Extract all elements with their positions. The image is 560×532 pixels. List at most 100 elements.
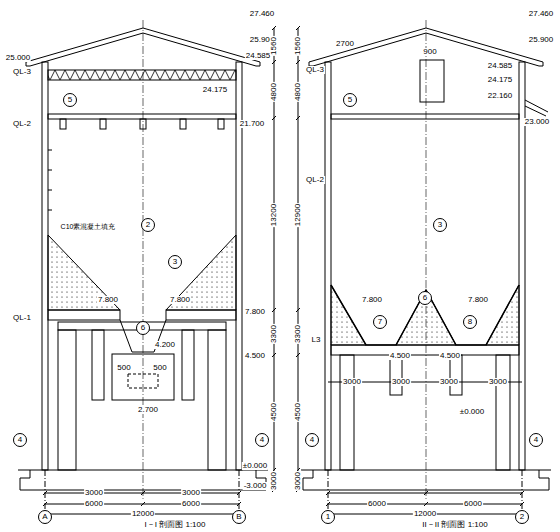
callout-number: 6 (418, 291, 432, 305)
callout-number: A (38, 510, 52, 524)
elevation-label: 25.000 (5, 54, 31, 62)
elevation-label: 6000 (84, 500, 104, 508)
drawing-stroke (128, 374, 158, 388)
drawing-stroke (340, 355, 354, 470)
callout-number: 6 (136, 321, 150, 335)
callout-number: 5 (343, 93, 357, 107)
drawing-stroke (166, 235, 236, 310)
callout-number: 8 (463, 315, 477, 329)
elevation-label: -3.000 (243, 482, 268, 490)
elevation-label: 3000 (488, 378, 508, 386)
drawing-stroke (331, 285, 366, 345)
elevation-label: QL-1 (12, 314, 32, 322)
elevation-label: 2700 (335, 40, 355, 48)
elevation-label: 7.800 (244, 308, 266, 316)
elevation-label: 7.800 (169, 296, 191, 304)
drawing-stroke (486, 285, 519, 345)
dimension-text: 13200 (270, 203, 278, 227)
drawing-stroke (420, 60, 444, 102)
elevation-label: 27.460 (528, 10, 554, 18)
elevation-label: 24.175 (202, 86, 228, 94)
elevation-label: QL-2 (305, 176, 325, 184)
drawing-stroke (208, 330, 226, 470)
dimension-text: 3300 (270, 324, 278, 344)
elevation-label: 6000 (463, 500, 483, 508)
elevation-label: ±0.000 (242, 462, 268, 470)
elevation-label: 900 (422, 48, 437, 56)
callout-number: B (232, 510, 246, 524)
callout-number: 4 (305, 433, 319, 447)
drawing-stroke (331, 285, 519, 345)
dimension-text: 12900 (294, 203, 302, 227)
dimension-text: 1560 (270, 36, 278, 56)
drawing-stroke (100, 119, 106, 129)
drawing-stroke (48, 235, 120, 310)
dimension-text: 4800 (270, 82, 278, 102)
callout-number: 4 (255, 433, 269, 447)
elevation-label: I－I 剖面图 1:100 (144, 521, 207, 529)
drawing-stroke (112, 354, 174, 400)
elevation-label: 3000 (342, 378, 362, 386)
drawing-stroke (180, 119, 186, 129)
drawing-stroke (396, 290, 456, 345)
elevation-label: ±0.000 (459, 408, 485, 416)
drawing-stroke (166, 310, 236, 320)
callout-number: 4 (529, 433, 543, 447)
elevation-label: 24.175 (487, 76, 513, 84)
elevation-label: C10素混凝土填充 (60, 223, 117, 230)
elevation-label: 7.800 (97, 296, 119, 304)
elevation-label: 7.800 (467, 296, 489, 304)
elevation-label: 6000 (367, 500, 387, 508)
drawing-stroke (140, 119, 146, 129)
dimension-text: 3300 (294, 324, 302, 344)
elevation-label: 3000 (84, 489, 104, 497)
drawing-stroke (48, 150, 52, 210)
callout-number: 1 (321, 510, 335, 524)
elevation-label: 24.585 (487, 62, 513, 70)
elevation-label: QL-3 (12, 68, 32, 76)
drawing-stroke (450, 355, 462, 395)
callout-number: 2 (515, 510, 529, 524)
callout-number: 3 (168, 255, 182, 269)
elevation-label: 23.000 (524, 118, 550, 126)
elevation-label: 7.800 (361, 296, 383, 304)
dimension-text: 1560 (294, 36, 302, 56)
drawing-stroke (426, 20, 427, 500)
drawing-stroke (182, 330, 194, 400)
dimension-text: 4500 (294, 402, 302, 422)
drawing-stroke (48, 70, 236, 80)
drawing-stroke (496, 355, 510, 470)
elevation-label: 4.500 (389, 352, 411, 360)
elevation-label: 25.900 (528, 36, 554, 44)
elevation-label: 3000 (439, 378, 459, 386)
callout-number: 2 (141, 218, 155, 232)
elevation-label: 6000 (181, 500, 201, 508)
dimension-text: 4800 (294, 82, 302, 102)
drawing-stroke (331, 345, 519, 355)
elevation-label: 22.160 (487, 92, 513, 100)
elevation-label: L3 (311, 336, 322, 344)
callout-number: 5 (63, 93, 77, 107)
elevation-label: QL-2 (12, 120, 32, 128)
dimension-text: 3000 (294, 471, 302, 491)
callout-number: 4 (13, 433, 27, 447)
elevation-label: 2.700 (137, 406, 159, 414)
elevation-label: 4.200 (154, 341, 176, 349)
drawing-stroke (48, 310, 120, 320)
elevation-label: 4.500 (244, 352, 266, 360)
dimension-text: 3000 (270, 471, 278, 491)
elevation-label: QL-3 (305, 66, 325, 74)
elevation-label: 21.700 (239, 120, 265, 128)
drawing-stroke (92, 330, 104, 400)
drawing-stroke (60, 119, 66, 129)
drawing-stroke (143, 20, 144, 500)
elevation-label: 12000 (131, 510, 155, 518)
elevation-label: 3000 (391, 378, 411, 386)
elevation-label: 12000 (413, 510, 437, 518)
elevation-label: 4.500 (439, 352, 461, 360)
drawing-stroke (58, 330, 76, 470)
drawing-stroke (525, 100, 548, 116)
elevation-label: 3000 (181, 489, 201, 497)
